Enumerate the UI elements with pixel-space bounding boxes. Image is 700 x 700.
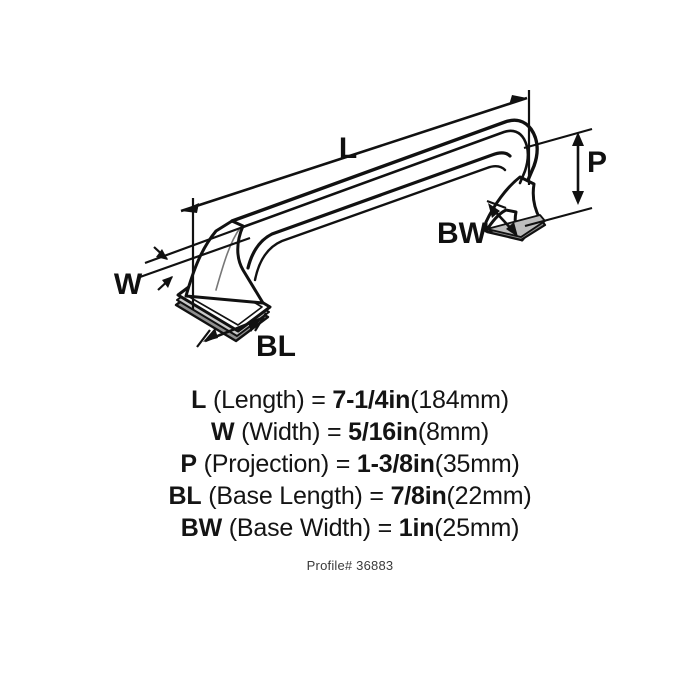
spec-symbol-bw: BW <box>180 514 223 542</box>
spec-name-w: (Width) = <box>234 418 349 446</box>
bl-right-arrowhead <box>248 318 262 332</box>
spec-metric-l: (184mm) <box>410 386 509 414</box>
spec-imperial-w: 5/16in <box>348 418 418 446</box>
spec-name-bl: (Base Length) = <box>201 482 391 510</box>
spec-metric-bw: (25mm) <box>434 514 520 542</box>
w-upper-arrowhead <box>156 249 168 260</box>
dimension-label-l: L <box>339 132 357 165</box>
spec-metric-w: (8mm) <box>417 418 490 446</box>
dimension-w: W <box>114 225 251 301</box>
bar-underside-edge <box>253 165 507 282</box>
spec-imperial-bw: 1in <box>398 514 435 542</box>
spec-line-length: L (Length) = 7-1/4in(184mm) <box>0 384 700 416</box>
spec-name-p: (Projection) = <box>196 450 357 478</box>
spec-metric-bl: (22mm) <box>446 482 532 510</box>
spec-metric-p: (35mm) <box>434 450 520 478</box>
spec-line-base-width: BW (Base Width) = 1in(25mm) <box>0 512 700 544</box>
p-bottom-extension-line <box>524 206 593 228</box>
dimension-p: P <box>523 127 607 228</box>
spec-symbol-l: L <box>191 386 207 414</box>
left-post-crease <box>215 227 241 291</box>
l-right-arrowhead <box>509 95 527 105</box>
spec-name-bw: (Base Width) = <box>222 514 399 542</box>
profile-number: Profile# 36883 <box>306 558 394 573</box>
l-dimension-line <box>180 96 528 213</box>
bl-left-extension-line <box>196 329 211 348</box>
dimension-bw: BW <box>437 199 518 250</box>
bar-bottom-edge <box>246 151 512 270</box>
dimension-l: L <box>180 90 531 310</box>
specification-list: L (Length) = 7-1/4in(184mm) W (Width) = … <box>0 384 700 544</box>
dimension-label-bw: BW <box>437 217 488 250</box>
p-top-extension-line <box>523 127 593 150</box>
spec-imperial-p: 1-3/8in <box>356 450 435 478</box>
spec-symbol-bl: BL <box>168 482 202 510</box>
spec-imperial-bl: 7/8in <box>390 482 447 510</box>
bl-right-extension-line <box>254 312 267 332</box>
l-left-arrowhead <box>181 203 199 213</box>
spec-line-base-length: BL (Base Length) = 7/8in(22mm) <box>0 480 700 512</box>
bw-upper-arrowhead <box>488 203 500 218</box>
dimension-label-p: P <box>587 146 607 179</box>
p-top-arrowhead <box>572 132 584 146</box>
handle-bar <box>230 118 539 282</box>
bw-lower-arrowhead <box>506 222 518 237</box>
spec-symbol-w: W <box>210 418 235 446</box>
dimension-label-bl: BL <box>256 330 296 363</box>
spec-name-l: (Length) = <box>206 386 333 414</box>
dimension-bl: BL <box>196 312 296 363</box>
w-lower-arrowhead <box>162 276 173 288</box>
bar-second-edge <box>241 129 530 229</box>
spec-imperial-l: 7-1/4in <box>332 386 411 414</box>
bar-top-edge <box>230 118 539 223</box>
left-post <box>184 219 265 305</box>
bw-upper-extension-line <box>486 199 507 210</box>
bl-left-arrowhead <box>203 328 218 342</box>
spec-symbol-p: P <box>180 450 197 478</box>
spec-line-projection: P (Projection) = 1-3/8in(35mm) <box>0 448 700 480</box>
p-bottom-arrowhead <box>572 191 584 205</box>
spec-line-width: W (Width) = 5/16in(8mm) <box>0 416 700 448</box>
w-guide-line-lower <box>139 236 251 279</box>
dimension-label-w: W <box>114 268 143 301</box>
